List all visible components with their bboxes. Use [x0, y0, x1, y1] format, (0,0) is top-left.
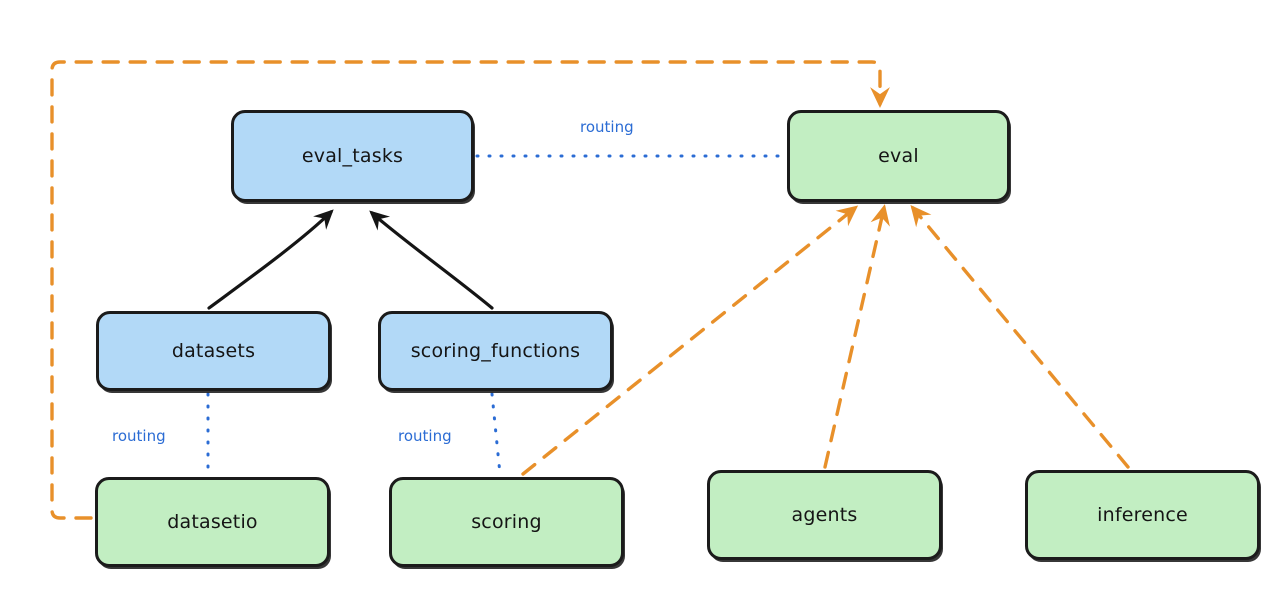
edge-datasets-to-eval-tasks	[207, 209, 334, 310]
node-eval-tasks[interactable]: eval_tasks	[231, 110, 474, 202]
node-scoring[interactable]: scoring	[389, 477, 624, 567]
node-datasetio[interactable]: datasetio	[95, 477, 330, 567]
node-label-inference: inference	[1097, 504, 1188, 526]
node-label-scoring-functions: scoring_functions	[410, 340, 581, 362]
edge-inference-to-eval	[910, 204, 1130, 469]
edge-agents-to-eval	[823, 204, 890, 469]
node-agents[interactable]: agents	[707, 470, 942, 560]
edge-label-routing-scoring-functions-scoring: routing	[398, 427, 452, 445]
node-datasets[interactable]: datasets	[96, 311, 331, 391]
edge-label-routing-datasets-datasetio: routing	[112, 427, 166, 445]
node-label-eval-tasks: eval_tasks	[301, 145, 404, 167]
node-scoring-functions[interactable]: scoring_functions	[378, 311, 613, 391]
node-label-scoring: scoring	[471, 511, 542, 533]
node-label-eval: eval	[878, 145, 919, 167]
edge-scoring-functions-routing-scoring	[490, 392, 502, 476]
node-label-agents: agents	[791, 504, 858, 526]
node-inference[interactable]: inference	[1025, 470, 1260, 560]
node-eval[interactable]: eval	[787, 110, 1010, 202]
edge-scoring-functions-to-eval-tasks	[369, 210, 494, 310]
edge-label-routing-eval-tasks-eval: routing	[580, 118, 634, 136]
node-label-datasetio: datasetio	[167, 511, 258, 533]
node-label-datasets: datasets	[171, 340, 256, 362]
